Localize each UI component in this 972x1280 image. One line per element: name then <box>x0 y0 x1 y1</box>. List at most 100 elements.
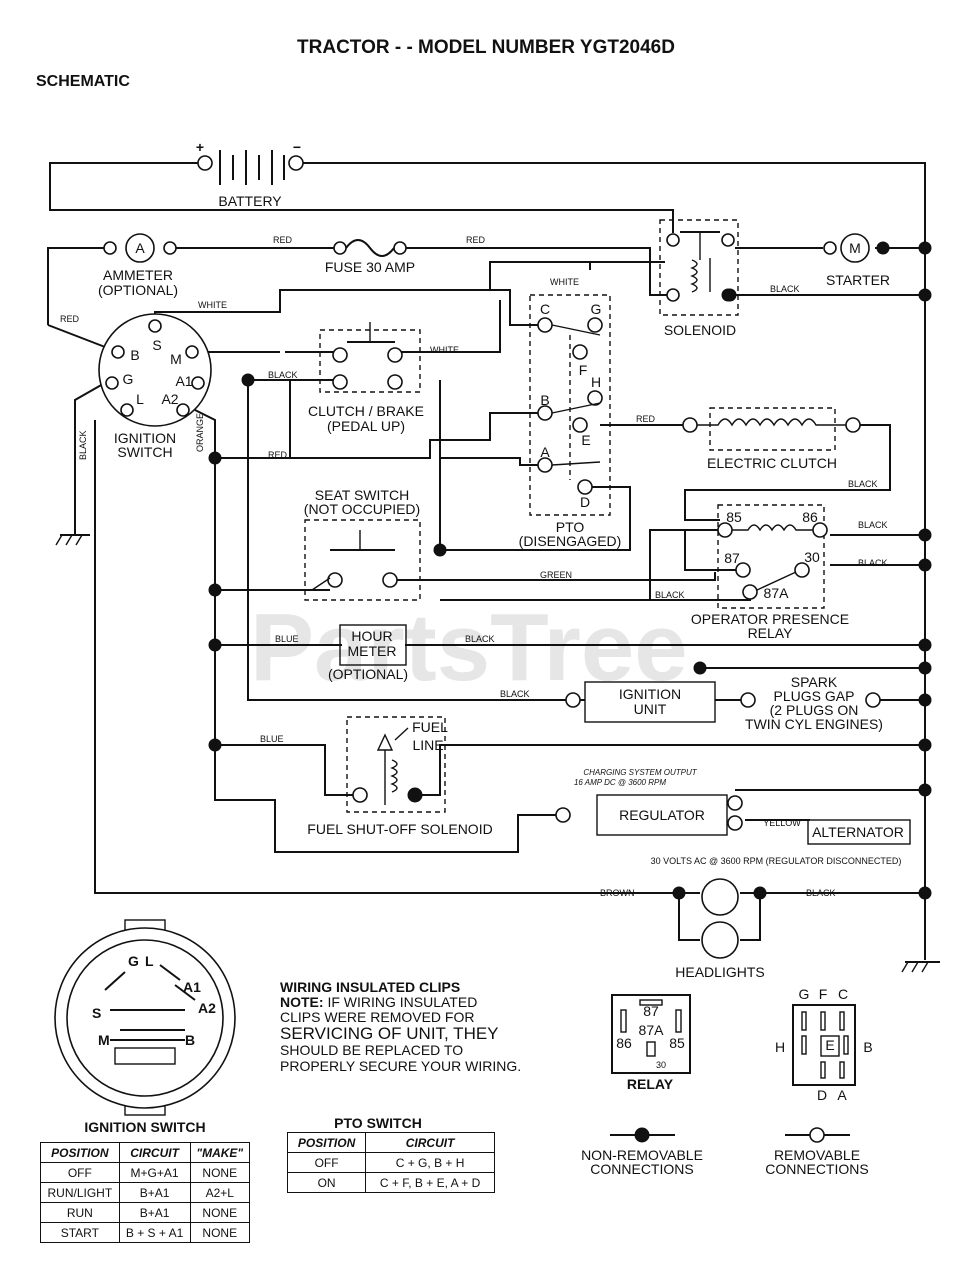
hour-meter: HOUR METER (OPTIONAL) <box>328 624 408 682</box>
svg-text:RED: RED <box>466 235 486 245</box>
junction-dots <box>208 241 932 900</box>
svg-text:METER: METER <box>348 643 397 659</box>
svg-text:M: M <box>98 1032 110 1048</box>
table-header: CIRCUIT <box>365 1132 495 1153</box>
svg-text:WHITE: WHITE <box>430 345 459 355</box>
svg-text:CONNECTIONS: CONNECTIONS <box>590 1161 693 1177</box>
svg-text:NON-REMOVABLE: NON-REMOVABLE <box>581 1147 703 1163</box>
svg-text:REGULATOR: REGULATOR <box>619 807 705 823</box>
svg-text:E: E <box>825 1037 834 1053</box>
svg-text:BLACK: BLACK <box>848 479 878 489</box>
watermark: PartsTree <box>250 594 688 701</box>
svg-text:TWIN CYL ENGINES): TWIN CYL ENGINES) <box>745 716 883 732</box>
svg-text:M: M <box>170 351 182 367</box>
svg-text:H: H <box>775 1039 785 1055</box>
table-row: ON C + F, B + E, A + D <box>286 1172 495 1193</box>
svg-text:CONNECTIONS: CONNECTIONS <box>765 1161 868 1177</box>
svg-text:L: L <box>136 391 144 407</box>
pto-switch-table: POSITION CIRCUIT OFF C + G, B + H ON C +… <box>286 1132 495 1193</box>
svg-text:S: S <box>152 337 161 353</box>
svg-text:RED: RED <box>60 314 80 324</box>
alternator: YELLOW ALTERNATOR 30 VOLTS AC @ 3600 RPM… <box>651 818 911 866</box>
fuse: FUSE 30 AMP <box>325 239 415 275</box>
svg-text:BLACK: BLACK <box>268 370 298 380</box>
svg-text:85: 85 <box>726 509 742 525</box>
operator-presence-relay: 85 86 87 30 87A OPERATOR PRESENCE RELAY <box>691 504 849 641</box>
svg-text:ORANGE: ORANGE <box>195 413 205 452</box>
svg-text:PROPERLY SECURE YOUR WIRING.: PROPERLY SECURE YOUR WIRING. <box>280 1058 521 1074</box>
svg-text:REMOVABLE: REMOVABLE <box>774 1147 860 1163</box>
ignition-switch: S B M G A1 L A2 IGNITION SWITCH <box>98 313 212 460</box>
svg-text:A2: A2 <box>161 391 178 407</box>
svg-text:30: 30 <box>804 549 820 565</box>
pto-switch: C G F H B E A D PTO (DISENGAGED) <box>519 294 621 549</box>
svg-text:F: F <box>819 986 828 1002</box>
svg-text:BLACK: BLACK <box>806 888 836 898</box>
svg-text:85: 85 <box>669 1035 685 1051</box>
svg-text:87A: 87A <box>639 1022 665 1038</box>
svg-text:86: 86 <box>802 509 818 525</box>
svg-text:BLACK: BLACK <box>465 634 495 644</box>
wire-labels: RED RED RED WHITE WHITE WHITE BLACK BLAC… <box>60 235 888 898</box>
svg-text:RELAY: RELAY <box>748 625 794 641</box>
ignition-unit: IGNITION UNIT SPARK PLUGS GAP (2 PLUGS O… <box>565 674 883 732</box>
svg-text:SOLENOID: SOLENOID <box>664 322 736 338</box>
svg-text:G: G <box>128 953 139 969</box>
svg-text:SERVICING OF UNIT, THEY: SERVICING OF UNIT, THEY <box>280 1024 499 1043</box>
svg-text:CHARGING SYSTEM OUTPUT: CHARGING SYSTEM OUTPUT <box>583 768 697 777</box>
svg-text:CLUTCH / BRAKE: CLUTCH / BRAKE <box>308 403 424 419</box>
svg-text:(OPTIONAL): (OPTIONAL) <box>328 666 408 682</box>
svg-text:B: B <box>540 392 549 408</box>
svg-text:BLACK: BLACK <box>770 284 800 294</box>
svg-text:30 VOLTS AC @ 3600 RPM (REGULA: 30 VOLTS AC @ 3600 RPM (REGULATOR DISCON… <box>651 856 902 866</box>
svg-text:LINE: LINE <box>412 737 443 753</box>
svg-text:A: A <box>135 240 145 256</box>
svg-text:ELECTRIC CLUTCH: ELECTRIC CLUTCH <box>707 455 837 471</box>
svg-text:OPERATOR PRESENCE: OPERATOR PRESENCE <box>691 611 849 627</box>
svg-text:G: G <box>591 301 602 317</box>
svg-text:D: D <box>817 1087 827 1103</box>
svg-text:GREEN: GREEN <box>540 570 572 580</box>
svg-text:SWITCH: SWITCH <box>117 444 172 460</box>
svg-text:A1: A1 <box>175 373 192 389</box>
svg-text:FUSE 30 AMP: FUSE 30 AMP <box>325 259 415 275</box>
regulator: CHARGING SYSTEM OUTPUT 16 AMP DC @ 3600 … <box>555 768 743 836</box>
svg-text:S: S <box>92 1005 101 1021</box>
svg-text:86: 86 <box>616 1035 632 1051</box>
svg-text:SHOULD BE REPLACED TO: SHOULD BE REPLACED TO <box>280 1042 463 1058</box>
svg-text:RED: RED <box>636 414 656 424</box>
ground-left <box>55 534 90 546</box>
svg-text:NOTE: IF WIRING INSULATED: NOTE: IF WIRING INSULATED <box>280 994 477 1010</box>
seat-switch: SEAT SWITCH (NOT OCCUPIED) <box>304 487 421 601</box>
svg-text:HEADLIGHTS: HEADLIGHTS <box>675 964 764 980</box>
table-row: START B + S + A1 NONE <box>40 1222 250 1243</box>
svg-text:CLIPS WERE REMOVED FOR: CLIPS WERE REMOVED FOR <box>280 1009 474 1025</box>
svg-text:E: E <box>581 432 590 448</box>
wire-network <box>47 162 926 960</box>
svg-text:HOUR: HOUR <box>351 628 392 644</box>
svg-text:ALTERNATOR: ALTERNATOR <box>812 824 904 840</box>
svg-text:(PEDAL UP): (PEDAL UP) <box>327 418 405 434</box>
svg-text:C: C <box>838 986 848 1002</box>
svg-text:B: B <box>130 347 139 363</box>
section-title: SCHEMATIC <box>36 73 130 90</box>
svg-text:RELAY: RELAY <box>627 1076 674 1092</box>
svg-text:WHITE: WHITE <box>198 300 227 310</box>
table-row: RUN B+A1 NONE <box>40 1202 250 1223</box>
table-header: POSITION <box>286 1132 367 1153</box>
relay-legend: 87 87A 86 85 30 RELAY <box>611 994 691 1092</box>
table-header: POSITION <box>40 1142 120 1163</box>
table-row: OFF M+G+A1 NONE <box>40 1162 250 1183</box>
svg-text:WHITE: WHITE <box>550 277 579 287</box>
svg-text:IGNITION SWITCH: IGNITION SWITCH <box>84 1119 205 1135</box>
headlights: HEADLIGHTS <box>672 878 767 980</box>
svg-text:H: H <box>591 374 601 390</box>
svg-text:YELLOW: YELLOW <box>763 818 801 828</box>
svg-text:A1: A1 <box>183 979 201 995</box>
svg-text:16 AMP DC @ 3600 RPM: 16 AMP DC @ 3600 RPM <box>574 778 666 787</box>
svg-text:L: L <box>145 953 154 969</box>
svg-text:BLACK: BLACK <box>78 430 88 460</box>
svg-text:(NOT OCCUPIED): (NOT OCCUPIED) <box>304 501 420 517</box>
svg-text:(OPTIONAL): (OPTIONAL) <box>98 282 178 298</box>
svg-text:C: C <box>540 301 550 317</box>
